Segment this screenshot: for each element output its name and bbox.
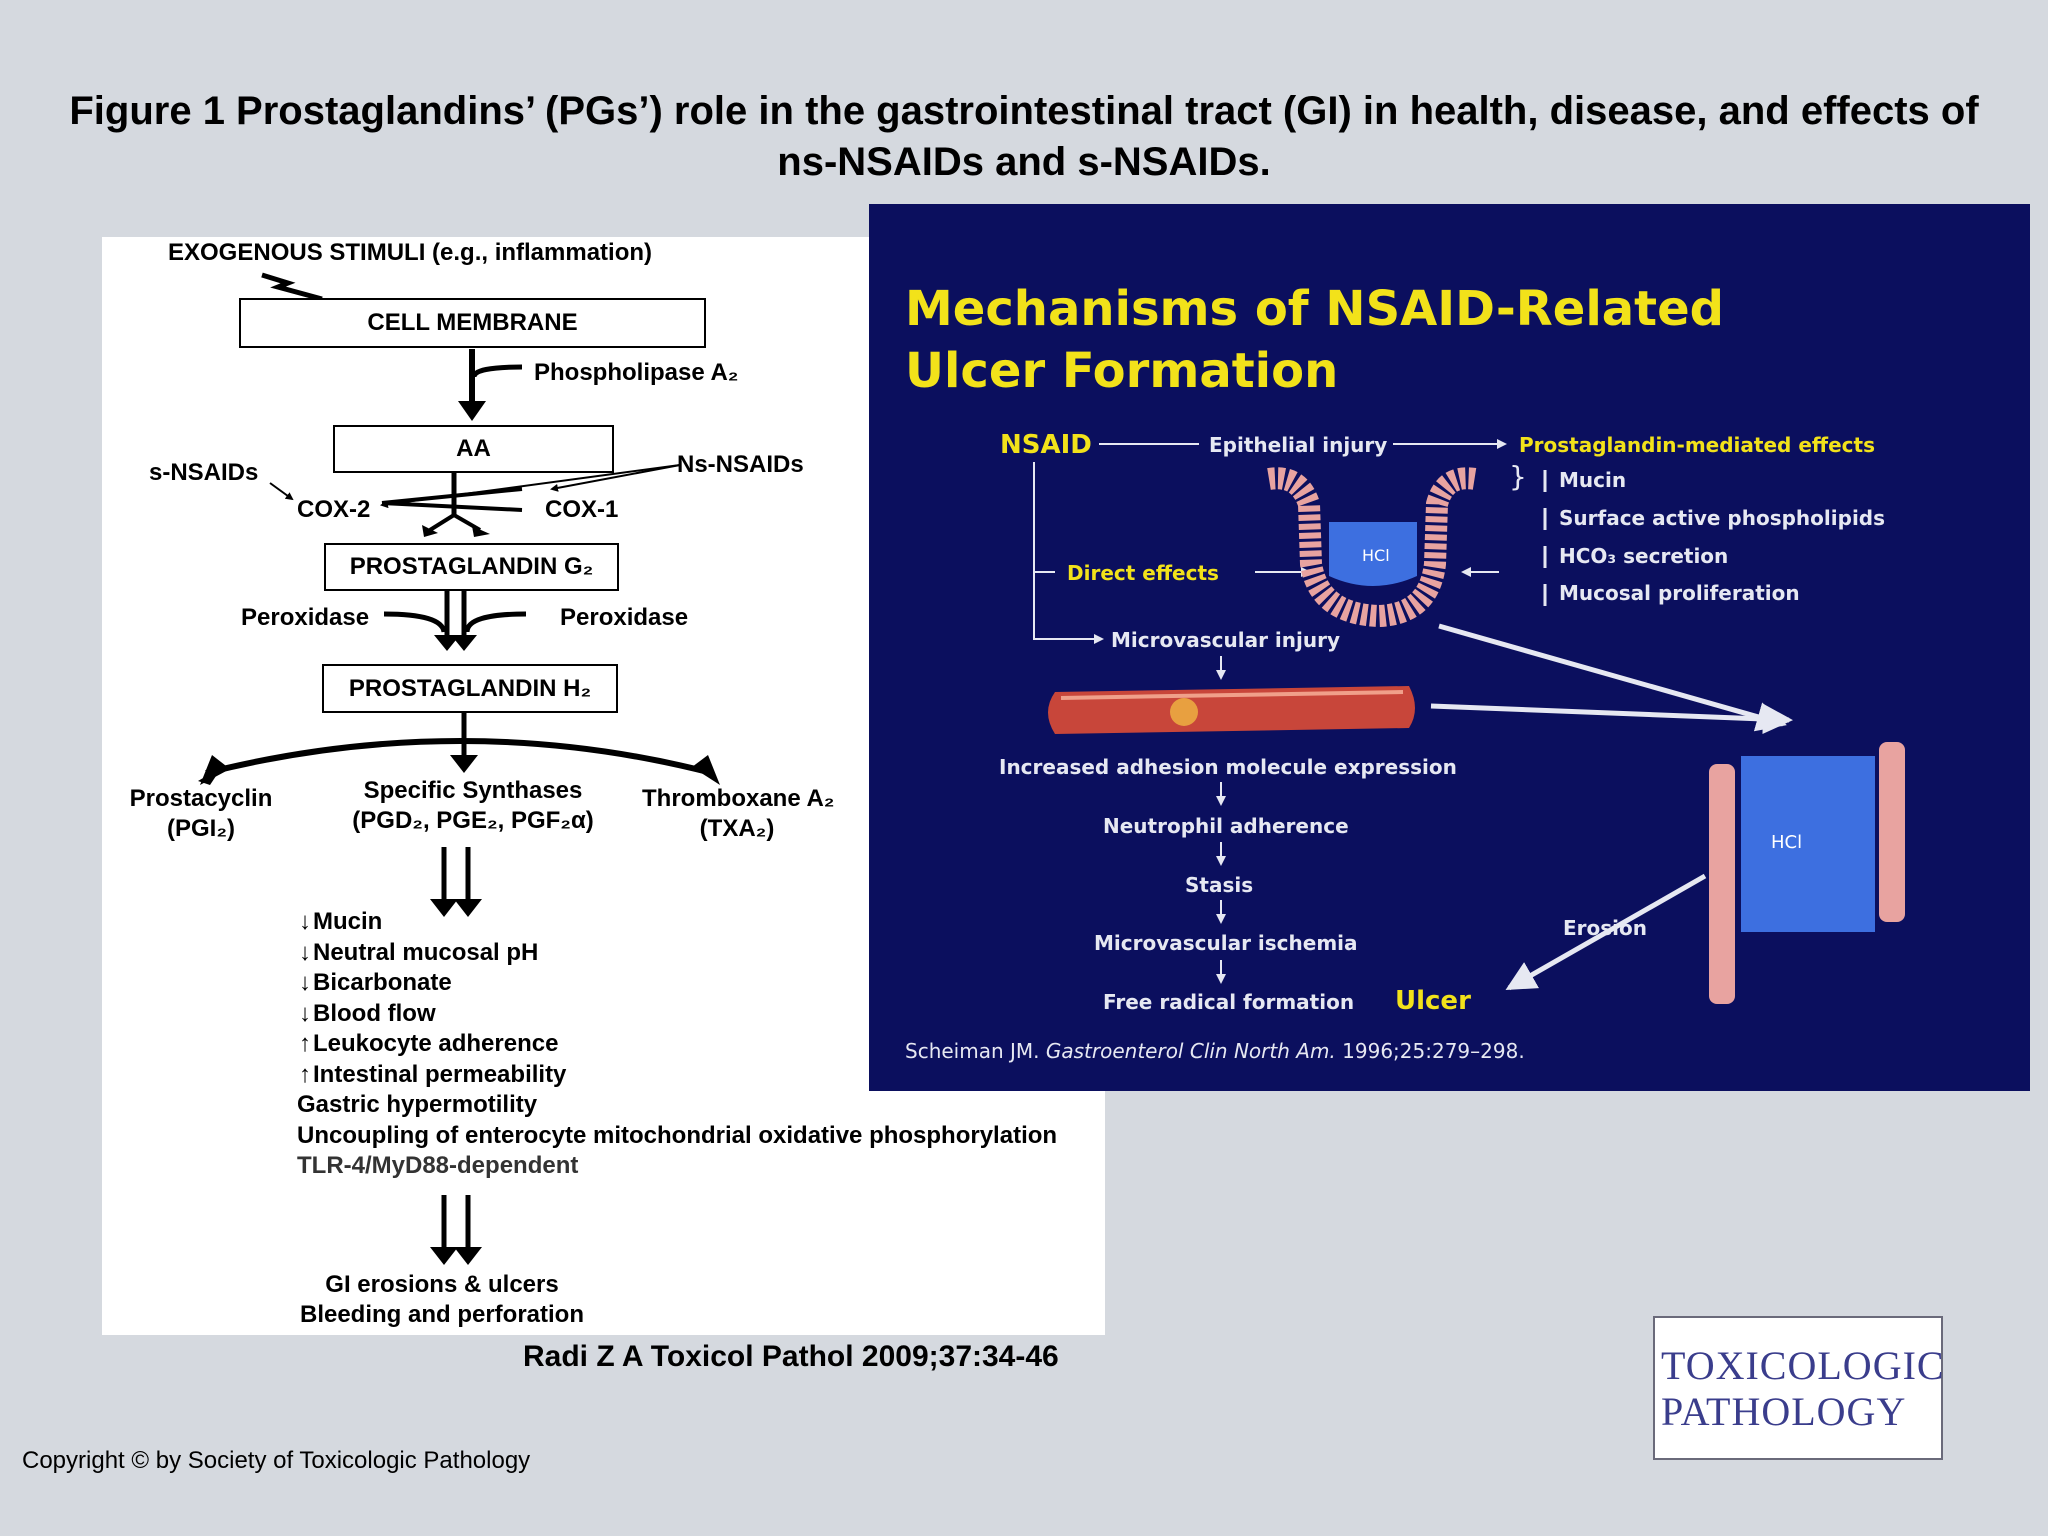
prostacyclin-label: Prostacyclin (129, 785, 273, 812)
effect-item: ↓Blood flow (299, 999, 436, 1027)
direct-effects-label: Direct effects (1067, 561, 1219, 585)
outcome-erosions: GI erosions & ulcers (325, 1271, 559, 1298)
specific-synthases-label: Specific Synthases (363, 777, 583, 804)
stasis-label: Stasis (1185, 873, 1254, 897)
effect-item: Uncoupling of enterocyte mitochondrial o… (297, 1121, 1058, 1149)
prostaglandin-h2-box: PROSTAGLANDIN H₂ (322, 664, 618, 713)
specific-synthases-products: (PGD₂, PGE₂, PGF₂α) (352, 807, 594, 834)
reference-citation: Scheiman JM. Gastroenterol Clin North Am… (905, 1039, 1525, 1063)
effect-item: ↑Intestinal permeability (299, 1060, 567, 1088)
cell-membrane-box: CELL MEMBRANE (239, 298, 706, 348)
source-citation: Radi Z A Toxicol Pathol 2009;37:34-46 (523, 1340, 1059, 1373)
microvascular-injury-label: Microvascular injury (1111, 628, 1341, 652)
phospholipase-label: Phospholipase A₂ (534, 359, 739, 386)
pathway-arrows (198, 272, 720, 1265)
cox1-label: COX-1 (545, 496, 619, 523)
pg-mediated-effects-label: Prostaglandin-mediated effects (1519, 433, 1875, 457)
effect-item: ↑Leukocyte adherence (299, 1030, 559, 1057)
exogenous-stimuli-label: EXOGENOUS STIMULI (e.g., inflammation) (168, 239, 653, 266)
peroxidase-left-label: Peroxidase (241, 604, 370, 631)
surface-phospholipids-label: Surface active phospholipids (1559, 506, 1886, 530)
erosion-label: Erosion (1563, 916, 1648, 940)
pgi2-label: (PGI₂) (167, 815, 235, 842)
svg-text:}: } (1509, 460, 1527, 493)
effect-item: ↓Bicarbonate (299, 969, 452, 996)
svg-text:HCl: HCl (1362, 546, 1390, 565)
panel-title: Mechanisms of NSAID-Related Ulcer Format… (905, 281, 1725, 399)
journal-logo: TOXICOLOGIC PATHOLOGY (1653, 1316, 1944, 1460)
mucin-label: Mucin (1559, 468, 1627, 492)
mechanism-diagram: } HCl HCl (1033, 439, 1905, 1004)
adhesion-expression-label: Increased adhesion molecule expression (999, 755, 1457, 779)
txa2-label: (TXA₂) (699, 815, 775, 842)
peroxidase-right-label: Peroxidase (560, 604, 689, 631)
outcome-bleeding: Bleeding and perforation (299, 1301, 584, 1328)
effect-item: ↓Neutral mucosal pH (299, 938, 539, 966)
prostaglandin-g2-box: PROSTAGLANDIN G₂ (324, 543, 619, 591)
mucosal-proliferation-label: Mucosal proliferation (1559, 581, 1800, 605)
copyright-notice: Copyright © by Society of Toxicologic Pa… (22, 1447, 531, 1474)
figure-title: Figure 1 Prostaglandins’ (PGs’) role in … (69, 89, 1979, 184)
cox2-label: COX-2 (297, 496, 371, 523)
nsaid-mechanisms-panel: } HCl HCl Mechanisms of NSAID-Re (869, 204, 2030, 1091)
effect-item: ↓Mucin (299, 908, 383, 935)
ns-nsaids-label: Ns-NSAIDs (677, 451, 804, 478)
ulcer-label: Ulcer (1395, 986, 1471, 1016)
aa-box: AA (333, 425, 614, 473)
nsaid-label: NSAID (1000, 430, 1092, 460)
epithelial-injury-label: Epithelial injury (1209, 433, 1388, 457)
s-nsaids-label: s-NSAIDs (149, 459, 259, 486)
neutrophil-adherence-label: Neutrophil adherence (1103, 814, 1349, 838)
pg-effects-list: ↓Mucin ↓Neutral mucosal pH ↓Bicarbonate … (297, 907, 1057, 1182)
thromboxane-label: Thromboxane A₂ (642, 785, 835, 812)
svg-text:HCl: HCl (1771, 832, 1802, 853)
hco3-secretion-label: HCO₃ secretion (1559, 544, 1729, 568)
effect-item: TLR-4/MyD88-dependent (297, 1152, 579, 1179)
microvascular-ischemia-label: Microvascular ischemia (1094, 931, 1358, 955)
free-radical-label: Free radical formation (1103, 990, 1355, 1014)
effect-item: Gastric hypermotility (297, 1091, 538, 1118)
